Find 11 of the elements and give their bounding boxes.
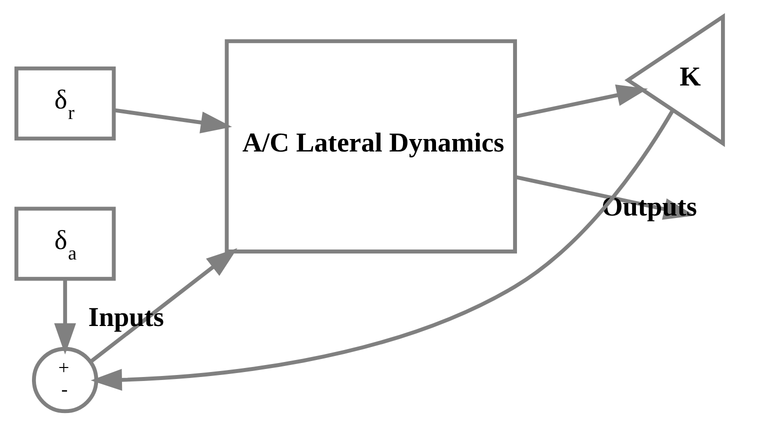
node-box: δ$_{r}$ [14, 66, 116, 140]
arrow [90, 109, 675, 391]
arrow [114, 108, 232, 134]
arrow [90, 248, 238, 364]
arrow [54, 278, 76, 355]
arrow [514, 84, 648, 118]
edge-label: Outputs [602, 191, 698, 222]
edge-label: Inputs [88, 302, 164, 332]
node-box: A/C Lateral Dynamics [224, 39, 517, 254]
node-box: δ$_{a}$ [14, 206, 116, 281]
node-circle: + - [32, 346, 98, 414]
